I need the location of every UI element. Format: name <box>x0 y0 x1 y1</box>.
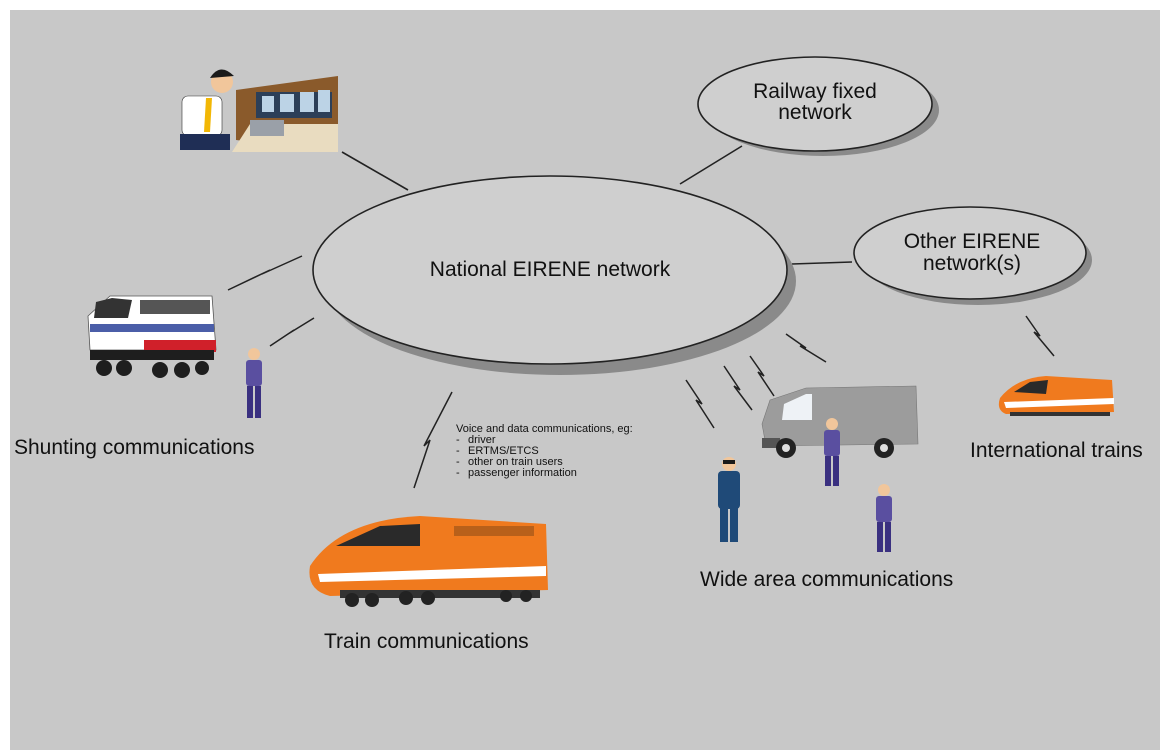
national-network-label: National EIRENE network <box>429 258 671 281</box>
railway-fixed-label-line2: network <box>778 101 852 124</box>
other-eirene-label-line1: Other EIRENE <box>903 230 1041 253</box>
other-eirene-label-line2: network(s) <box>922 252 1022 275</box>
person-phone-icon <box>718 457 740 542</box>
list-item: passenger information <box>456 468 633 480</box>
shunting-locomotive-icon <box>87 295 217 378</box>
voice-data-note: Voice and data communications, eg: drive… <box>456 423 633 480</box>
railway-fixed-label-line1: Railway fixed <box>753 80 877 103</box>
other-eirene-ellipse <box>853 206 1092 305</box>
high-speed-train-icon <box>309 516 548 607</box>
list-item: ERTMS/ETCS <box>456 446 633 458</box>
train-communications-label: Train communications <box>324 630 529 653</box>
railway-fixed-ellipse <box>697 56 939 156</box>
van-icon <box>761 385 919 458</box>
worker-icon <box>824 418 840 486</box>
worker-icon <box>246 348 262 418</box>
dispatcher-icon <box>180 69 338 152</box>
national-network-ellipse <box>312 175 796 375</box>
radio-link-icon <box>227 255 1055 489</box>
network-links <box>341 145 853 265</box>
list-item: driver <box>456 435 633 447</box>
wide-area-label: Wide area communications <box>700 568 954 591</box>
voice-data-list: driver ERTMS/ETCS other on train users p… <box>456 435 633 480</box>
shunting-label: Shunting communications <box>14 436 255 459</box>
voice-data-heading: Voice and data communications, eg: <box>456 423 633 435</box>
international-trains-label: International trains <box>970 439 1143 462</box>
list-item: other on train users <box>456 457 633 469</box>
worker-icon <box>876 484 892 552</box>
international-train-icon <box>998 376 1114 416</box>
